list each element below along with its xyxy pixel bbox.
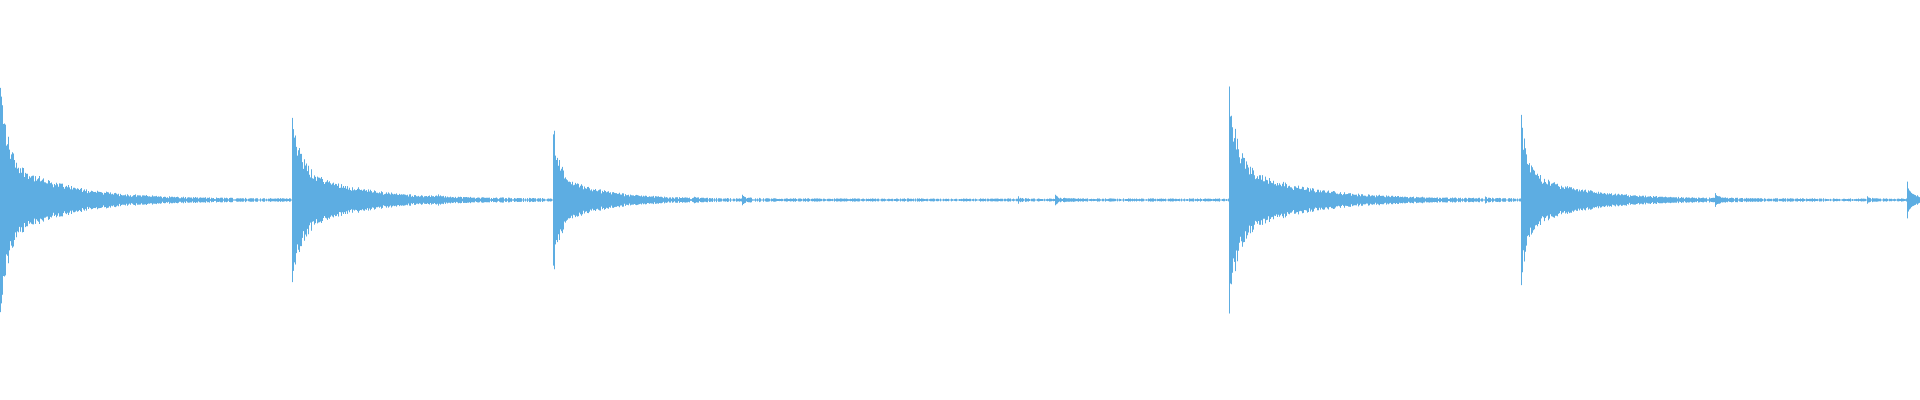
waveform-samples	[0, 86, 1920, 314]
